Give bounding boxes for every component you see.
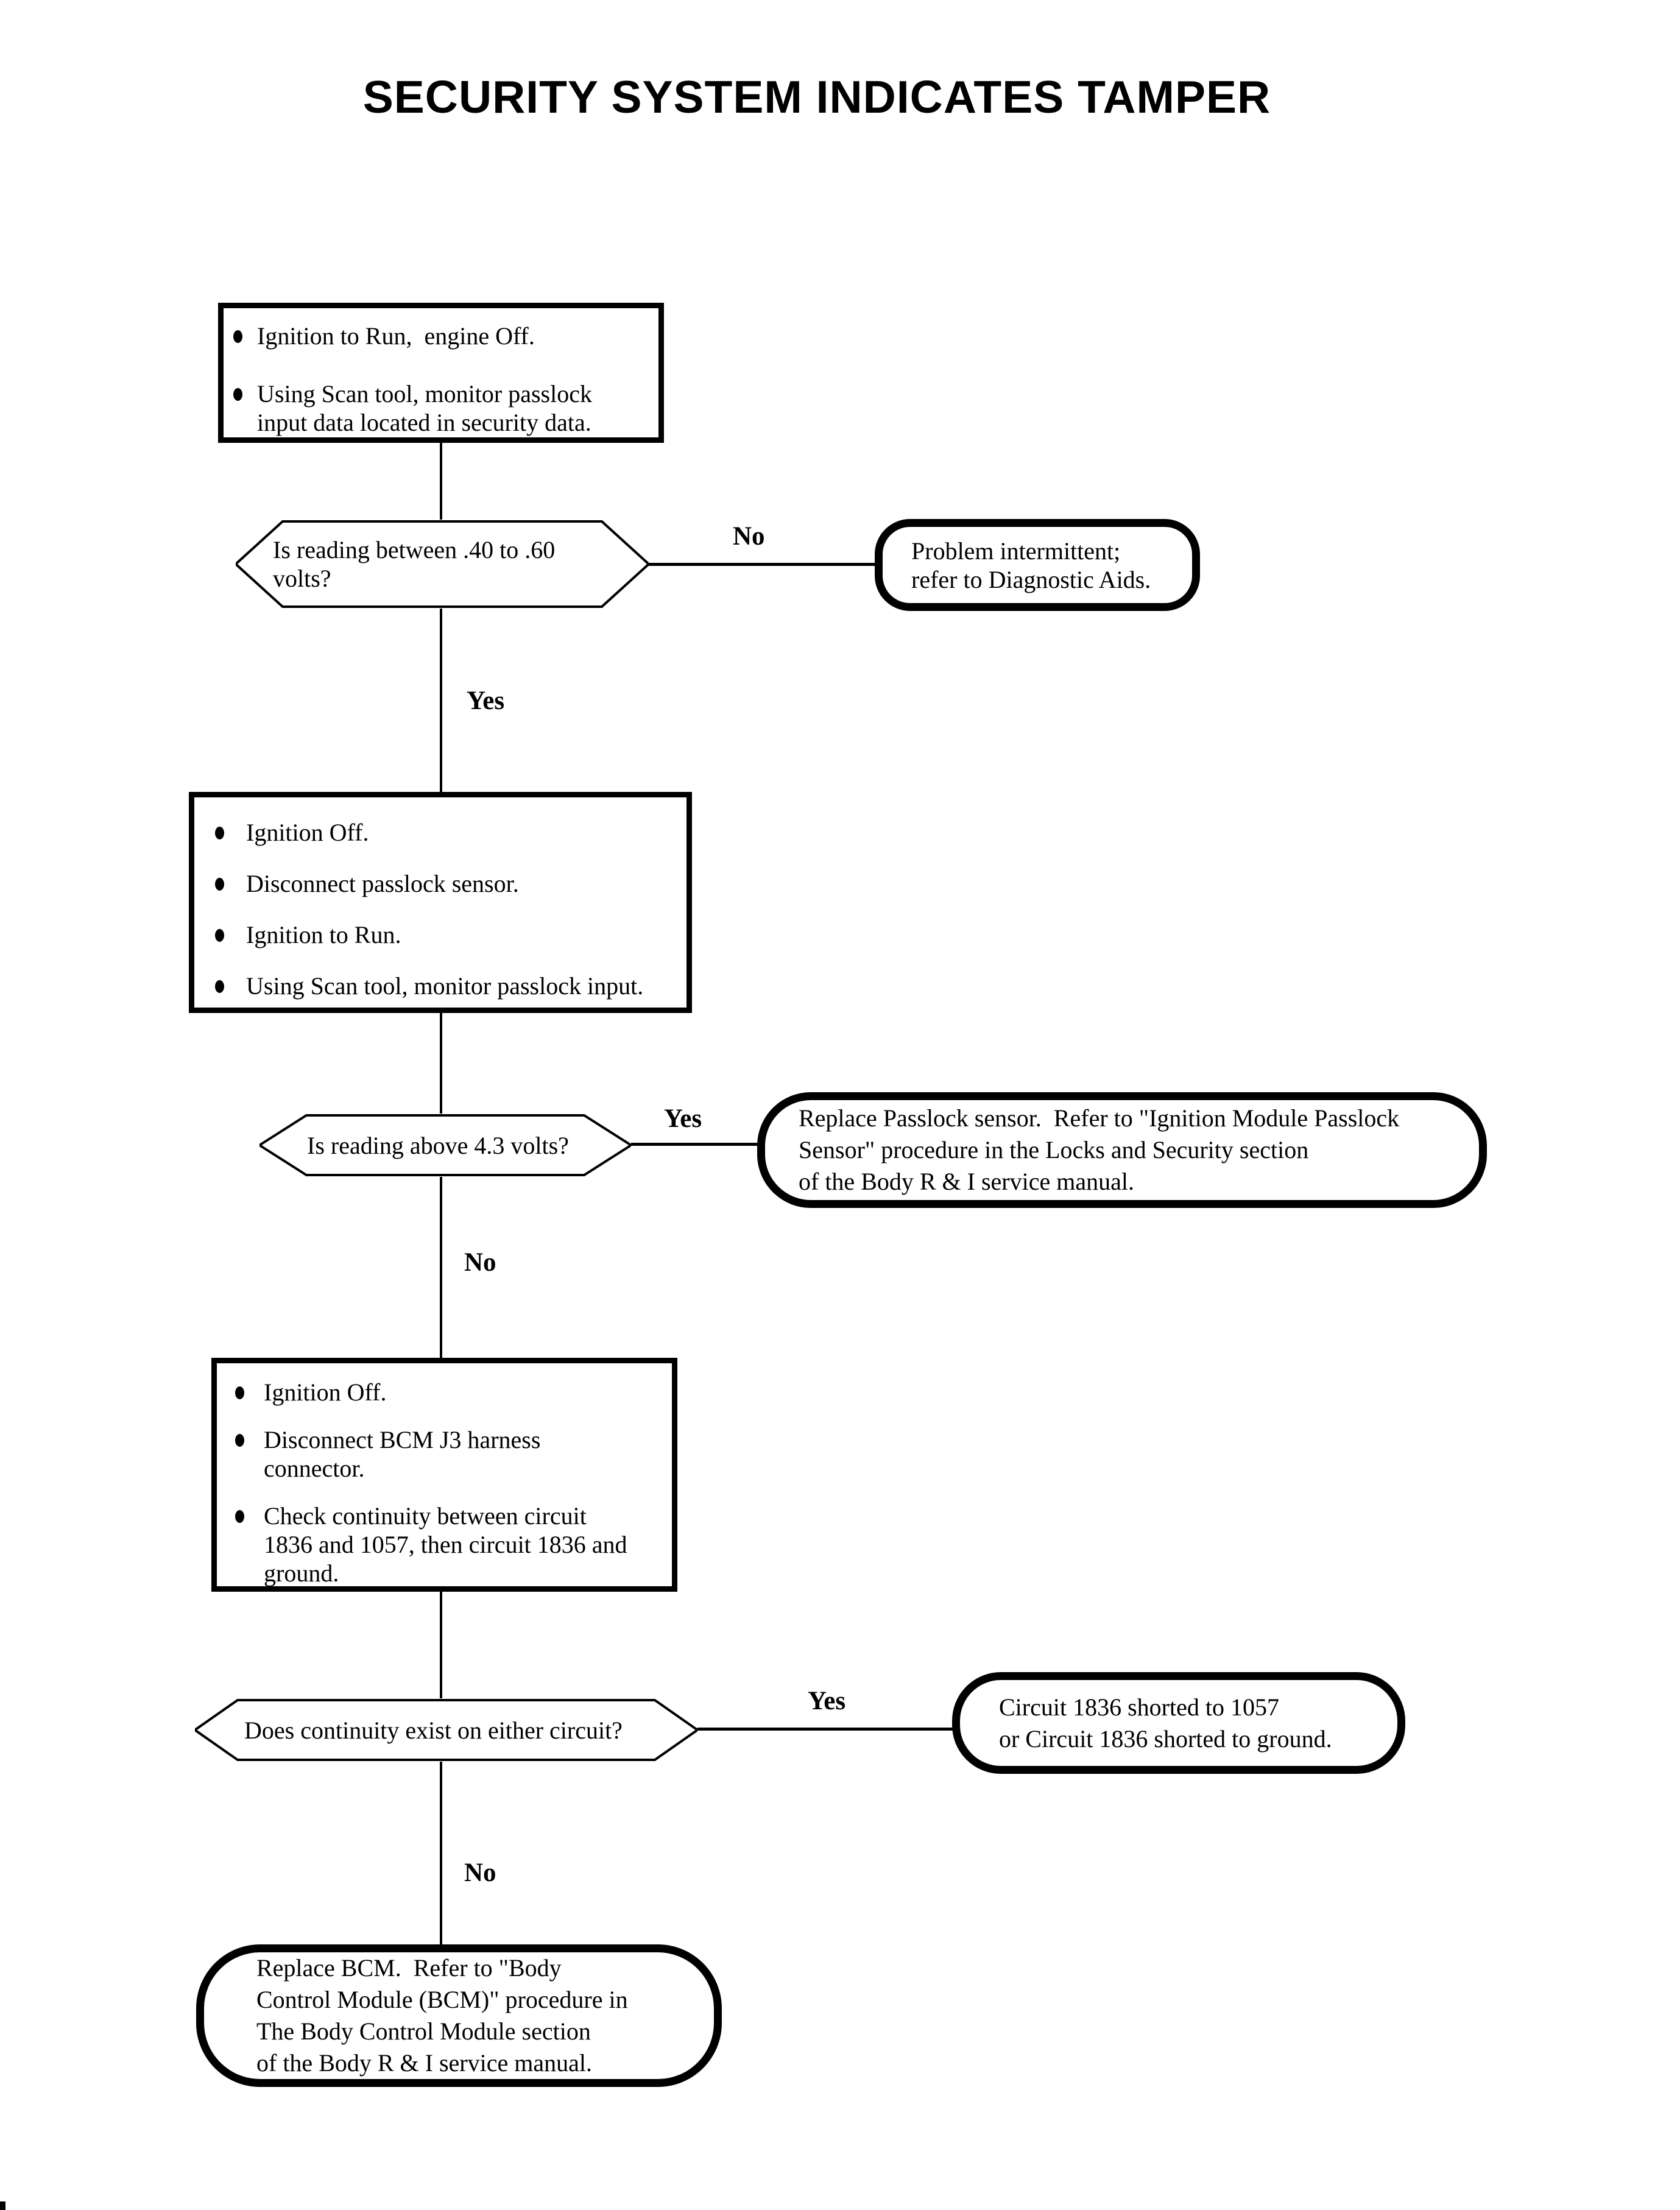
bullet-icon	[235, 1434, 244, 1447]
decision-text: Is reading between .40 to .60 volts?	[273, 536, 556, 592]
hexagon-shape	[236, 520, 649, 608]
terminal-text: Replace Passlock sensor. Refer to "Ignit…	[799, 1104, 1400, 1195]
edge-label-no-1: No	[733, 522, 765, 551]
step-text: Ignition to Run, engine Off.	[257, 322, 535, 350]
list-item: Ignition to Run, engine Off.	[233, 322, 654, 350]
bullet-icon	[235, 1510, 244, 1523]
step-text: Check continuity between circuit 1836 an…	[264, 1502, 627, 1587]
process-step2: Ignition Off. Disconnect passlock sensor…	[189, 792, 692, 1013]
terminal-text: Replace BCM. Refer to "Body Control Modu…	[256, 1954, 628, 2077]
connector-decision1-no	[649, 563, 875, 566]
edge-label-yes-1: Yes	[467, 687, 505, 715]
bullet-icon	[215, 980, 224, 993]
bullet-icon	[233, 330, 242, 343]
step-text: Ignition Off.	[264, 1379, 387, 1406]
connector-decision3-yes	[697, 1728, 953, 1731]
connector-decision2-yes	[631, 1143, 758, 1146]
decision-continuity-exists: Does continuity exist on either circuit?	[195, 1698, 697, 1762]
page-title: SECURITY SYSTEM INDICATES TAMPER	[362, 71, 1271, 122]
step-text: Disconnect passlock sensor.	[246, 870, 519, 897]
step-text: Ignition to Run.	[246, 921, 401, 948]
terminal-text: Problem intermittent; refer to Diagnosti…	[911, 537, 1151, 593]
terminal-replace-passlock-sensor: Replace Passlock sensor. Refer to "Ignit…	[757, 1092, 1487, 1208]
bullet-icon	[233, 388, 242, 401]
process-step3: Ignition Off. Disconnect BCM J3 harness …	[211, 1358, 677, 1592]
list-item: Ignition Off.	[215, 818, 682, 847]
list-item: Disconnect passlock sensor.	[215, 869, 682, 898]
step-text: Ignition Off.	[246, 819, 369, 846]
connector-step1-decision1	[440, 443, 442, 520]
list-item: Disconnect BCM J3 harness connector.	[235, 1425, 668, 1483]
hexagon-shape	[195, 1699, 697, 1761]
bullet-icon	[215, 878, 224, 891]
connector-step2-decision2	[440, 1013, 442, 1114]
step-text: Using Scan tool, monitor passlock input …	[257, 380, 592, 436]
decision-reading-above-43: Is reading above 4.3 volts?	[259, 1114, 631, 1177]
list-item: Check continuity between circuit 1836 an…	[235, 1502, 668, 1587]
edge-label-yes-2: Yes	[664, 1104, 702, 1133]
list-item: Using Scan tool, monitor passlock input.	[215, 972, 682, 1000]
edge-label-no-2: No	[464, 1248, 496, 1277]
list-item: Using Scan tool, monitor passlock input …	[233, 380, 654, 437]
process-step1: Ignition to Run, engine Off. Using Scan …	[218, 303, 664, 443]
decision-text: Does continuity exist on either circuit?	[244, 1716, 623, 1744]
terminal-text: Circuit 1836 shorted to 1057 or Circuit …	[999, 1693, 1332, 1753]
bullet-icon	[215, 827, 224, 839]
list-item: Ignition to Run.	[215, 920, 682, 949]
step-text: Using Scan tool, monitor passlock input.	[246, 972, 644, 1000]
decision-reading-40-60: Is reading between .40 to .60 volts?	[236, 520, 649, 609]
bullet-icon	[235, 1386, 244, 1399]
step-text: Disconnect BCM J3 harness connector.	[264, 1426, 541, 1482]
connector-decision2-no	[440, 1177, 442, 1358]
edge-label-yes-3: Yes	[808, 1687, 846, 1715]
connector-decision3-no	[440, 1762, 442, 1944]
terminal-replace-bcm: Replace BCM. Refer to "Body Control Modu…	[196, 1944, 722, 2087]
decision-text: Is reading above 4.3 volts?	[307, 1131, 569, 1159]
bullet-icon	[215, 929, 224, 942]
connector-decision1-yes	[440, 609, 442, 792]
scan-artifact	[0, 2201, 5, 2210]
edge-label-no-3: No	[464, 1859, 496, 1887]
terminal-circuit-shorted: Circuit 1836 shorted to 1057 or Circuit …	[952, 1672, 1405, 1774]
connector-step3-decision3	[440, 1592, 442, 1698]
hexagon-shape	[259, 1114, 631, 1176]
list-item: Ignition Off.	[235, 1378, 668, 1407]
terminal-problem-intermittent: Problem intermittent; refer to Diagnosti…	[875, 519, 1200, 611]
